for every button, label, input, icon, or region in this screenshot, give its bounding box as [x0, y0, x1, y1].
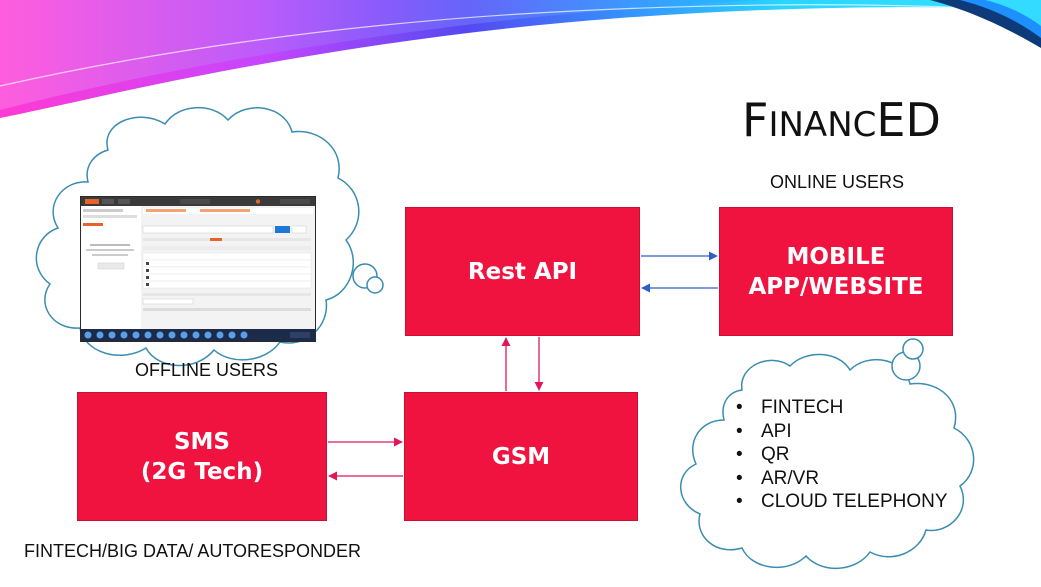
- sms-box: SMS (2G Tech): [77, 392, 327, 521]
- rest-api-box: Rest API: [405, 207, 640, 336]
- cloud-feature-list: FINTECH API QR AR/VR CLOUD TELEPHONY: [736, 396, 948, 514]
- cloud-bubbles-right: [891, 338, 924, 381]
- online-users-label: ONLINE USERS: [770, 172, 905, 192]
- list-item: API: [736, 420, 948, 444]
- list-item: QR: [736, 443, 948, 467]
- offline-users-label: OFFLINE USERS: [135, 360, 279, 380]
- sms-label-line1: SMS: [173, 428, 231, 455]
- cloud-bubbles-left: [352, 263, 384, 294]
- rest-api-label: Rest API: [467, 258, 578, 285]
- footer-label: FINTECH/BIG DATA/ AUTORESPONDER: [24, 541, 362, 561]
- list-item: AR/VR: [736, 467, 948, 491]
- slide-title: FINANCED: [742, 93, 941, 147]
- postman-api-client-screenshot-icon: [80, 196, 316, 342]
- sms-label-line2: (2G Tech): [140, 458, 264, 485]
- list-item: CLOUD TELEPHONY: [736, 490, 948, 514]
- title-suffix: ED: [876, 93, 941, 147]
- title-smallcaps: INANC: [768, 105, 877, 145]
- list-item: FINTECH: [736, 396, 948, 420]
- title-initial: F: [742, 93, 769, 147]
- mobile-label-line2: APP/WEBSITE: [748, 273, 924, 300]
- mobile-label-line1: MOBILE: [786, 243, 886, 270]
- rainbow-ribbon-icon: [0, 0, 1041, 118]
- gsm-box: GSM: [404, 392, 638, 521]
- mobile-app-box: MOBILE APP/WEBSITE: [719, 207, 953, 336]
- gsm-label: GSM: [491, 443, 551, 470]
